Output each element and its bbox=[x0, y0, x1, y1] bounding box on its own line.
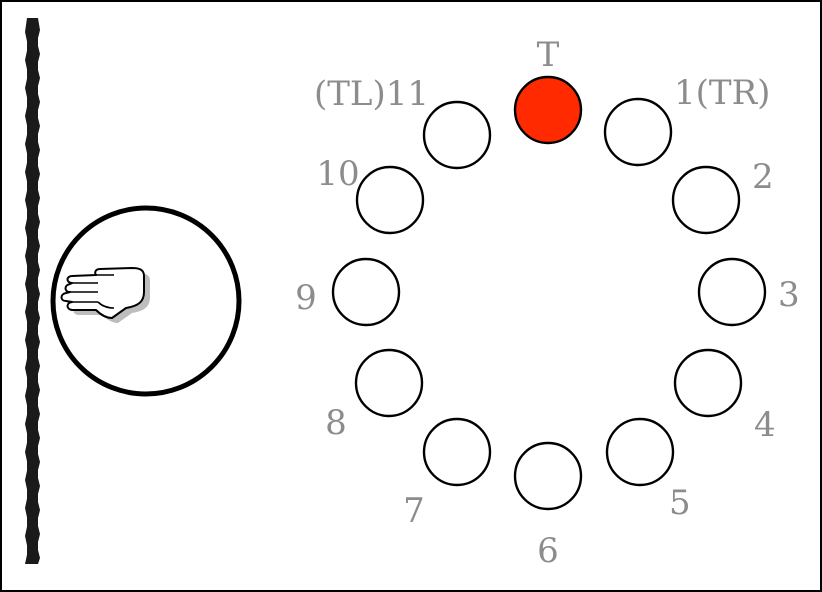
label-9: 9 bbox=[295, 278, 317, 318]
label-1: 1(TR) bbox=[674, 73, 770, 113]
wall-texture-right bbox=[37, 18, 40, 564]
target-circle-10[interactable] bbox=[355, 165, 425, 235]
label-3: 3 bbox=[778, 275, 800, 315]
label-T: T bbox=[537, 35, 560, 75]
label-5: 5 bbox=[669, 483, 691, 523]
targets-ring bbox=[331, 75, 767, 511]
target-circle-7[interactable] bbox=[422, 417, 492, 487]
wall-texture-left bbox=[25, 18, 28, 564]
target-circle-4[interactable] bbox=[673, 348, 743, 418]
target-circle-11[interactable] bbox=[422, 100, 492, 170]
label-6: 6 bbox=[537, 531, 559, 571]
target-circle-9[interactable] bbox=[331, 257, 401, 327]
target-circle-6[interactable] bbox=[513, 441, 583, 511]
label-10: 10 bbox=[316, 154, 359, 194]
label-2: 2 bbox=[752, 157, 774, 197]
target-circle-T[interactable] bbox=[513, 75, 583, 145]
target-circle-8[interactable] bbox=[354, 348, 424, 418]
pointing-hand-icon bbox=[60, 267, 150, 323]
start-circle bbox=[50, 205, 242, 397]
label-11: (TL)11 bbox=[314, 74, 429, 114]
label-4: 4 bbox=[754, 405, 776, 445]
target-circle-3[interactable] bbox=[697, 257, 767, 327]
target-circle-5[interactable] bbox=[605, 417, 675, 487]
target-labels: T 1(TR) 2 3 4 5 6 7 8 9 10 (TL)11 bbox=[295, 35, 799, 571]
label-8: 8 bbox=[325, 403, 347, 443]
target-circle-1[interactable] bbox=[603, 97, 673, 167]
target-circle-2[interactable] bbox=[671, 165, 741, 235]
label-7: 7 bbox=[403, 491, 425, 531]
wall-edge bbox=[25, 18, 40, 564]
